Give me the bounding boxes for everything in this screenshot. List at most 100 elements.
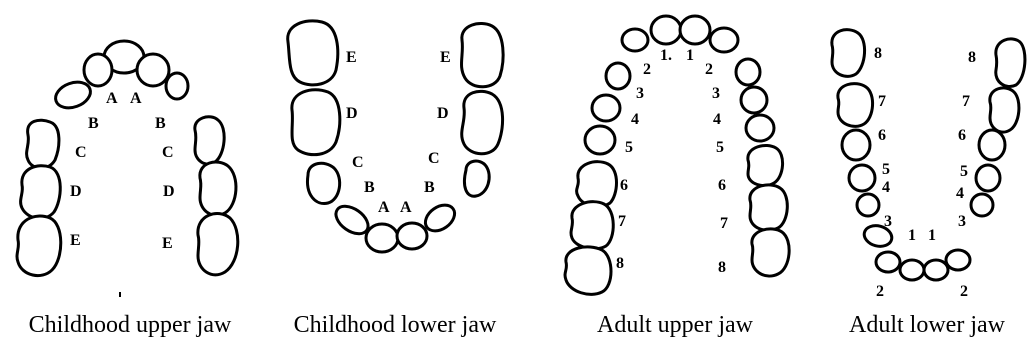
tooth <box>292 90 340 155</box>
tooth <box>21 166 61 219</box>
label-4-left: 4 <box>882 179 890 196</box>
tooth <box>17 216 61 276</box>
tooth <box>946 250 970 270</box>
tooth <box>832 30 865 77</box>
tooth <box>461 24 503 87</box>
label-4-right: 4 <box>956 185 964 202</box>
tooth <box>857 194 879 216</box>
label-2-left: 2 <box>643 61 651 78</box>
caption-childhood-upper-jaw: Childhood upper jaw <box>5 312 255 339</box>
tooth <box>366 224 398 252</box>
tooth <box>750 185 787 230</box>
label-6-left: 6 <box>878 127 886 144</box>
tooth <box>849 165 875 191</box>
tooth <box>585 126 615 154</box>
tooth <box>680 16 710 44</box>
label-4-left: 4 <box>631 111 639 128</box>
label-5-left: 5 <box>882 161 890 178</box>
label-B-left: B <box>88 115 99 132</box>
label-3-left: 3 <box>636 85 644 102</box>
tooth <box>137 54 169 86</box>
tooth <box>924 260 948 280</box>
tooth <box>710 28 738 52</box>
tooth <box>84 54 112 86</box>
tooth <box>200 162 236 215</box>
label-7-left: 7 <box>618 213 626 230</box>
label-6-right: 6 <box>718 177 726 194</box>
label-B-right: B <box>155 115 166 132</box>
tooth <box>308 163 340 203</box>
tooth <box>752 229 789 276</box>
caption-childhood-lower-jaw: Childhood lower jaw <box>270 312 520 339</box>
label-D-right: D <box>437 105 449 122</box>
label-1-right: 1 <box>686 47 694 64</box>
label-E-left: E <box>346 49 357 66</box>
childhood-lower-jaw: E E D D C C B B A A <box>288 21 503 252</box>
label-B-right: B <box>424 179 435 196</box>
label-7-right: 7 <box>720 215 728 232</box>
label-7-left: 7 <box>878 93 886 110</box>
tooth <box>651 16 681 44</box>
tooth <box>996 39 1025 87</box>
label-8-left: 8 <box>616 255 624 272</box>
tooth <box>464 161 489 196</box>
label-A-right: A <box>400 199 412 216</box>
label-5-left: 5 <box>625 139 633 156</box>
stray-mark <box>119 292 121 297</box>
tooth <box>397 223 427 249</box>
tooth <box>622 29 648 51</box>
label-4-right: 4 <box>713 111 721 128</box>
label-A-right: A <box>130 90 142 107</box>
label-8-right: 8 <box>718 259 726 276</box>
tooth <box>462 91 503 153</box>
label-1-left: 1. <box>660 47 672 64</box>
tooth <box>198 213 238 274</box>
label-C-left: C <box>352 154 364 171</box>
label-C-right: C <box>428 150 440 167</box>
tooth <box>979 130 1005 160</box>
tooth <box>565 247 611 294</box>
label-E-left: E <box>70 232 81 249</box>
label-8-right: 8 <box>968 49 976 66</box>
label-2-right: 2 <box>705 61 713 78</box>
tooth <box>838 84 873 127</box>
label-E-right: E <box>440 49 451 66</box>
adult-lower-jaw: 8 8 7 7 6 6 5 5 4 4 3 3 1 1 2 2 <box>832 30 1025 300</box>
tooth <box>876 252 900 272</box>
tooth <box>736 59 760 85</box>
label-3-right: 3 <box>712 85 720 102</box>
tooth <box>971 194 993 216</box>
label-6-left: 6 <box>620 177 628 194</box>
label-5-right: 5 <box>716 139 724 156</box>
tooth <box>166 73 188 99</box>
label-2-right: 2 <box>960 283 968 300</box>
tooth <box>288 21 338 85</box>
tooth <box>577 162 617 207</box>
label-2-left: 2 <box>876 283 884 300</box>
caption-adult-upper-jaw: Adult upper jaw <box>575 312 775 339</box>
caption-adult-lower-jaw: Adult lower jaw <box>825 312 1029 339</box>
tooth <box>27 120 59 168</box>
tooth <box>900 260 924 280</box>
label-C-left: C <box>75 144 87 161</box>
label-8-left: 8 <box>874 45 882 62</box>
label-3-right: 3 <box>958 213 966 230</box>
label-1-left: 1 <box>908 227 916 244</box>
label-B-left: B <box>364 179 375 196</box>
label-D-left: D <box>70 183 82 200</box>
label-3-left: 3 <box>884 213 892 230</box>
tooth <box>571 202 613 249</box>
tooth <box>746 115 774 141</box>
tooth <box>976 165 1000 191</box>
label-A-left: A <box>378 199 390 216</box>
tooth <box>592 95 620 121</box>
tooth <box>195 117 224 164</box>
tooth <box>606 63 630 89</box>
label-1-right: 1 <box>928 227 936 244</box>
label-D-right: D <box>163 183 175 200</box>
label-E-right: E <box>162 235 173 252</box>
label-7-right: 7 <box>962 93 970 110</box>
label-D-left: D <box>346 105 358 122</box>
tooth <box>842 130 870 160</box>
